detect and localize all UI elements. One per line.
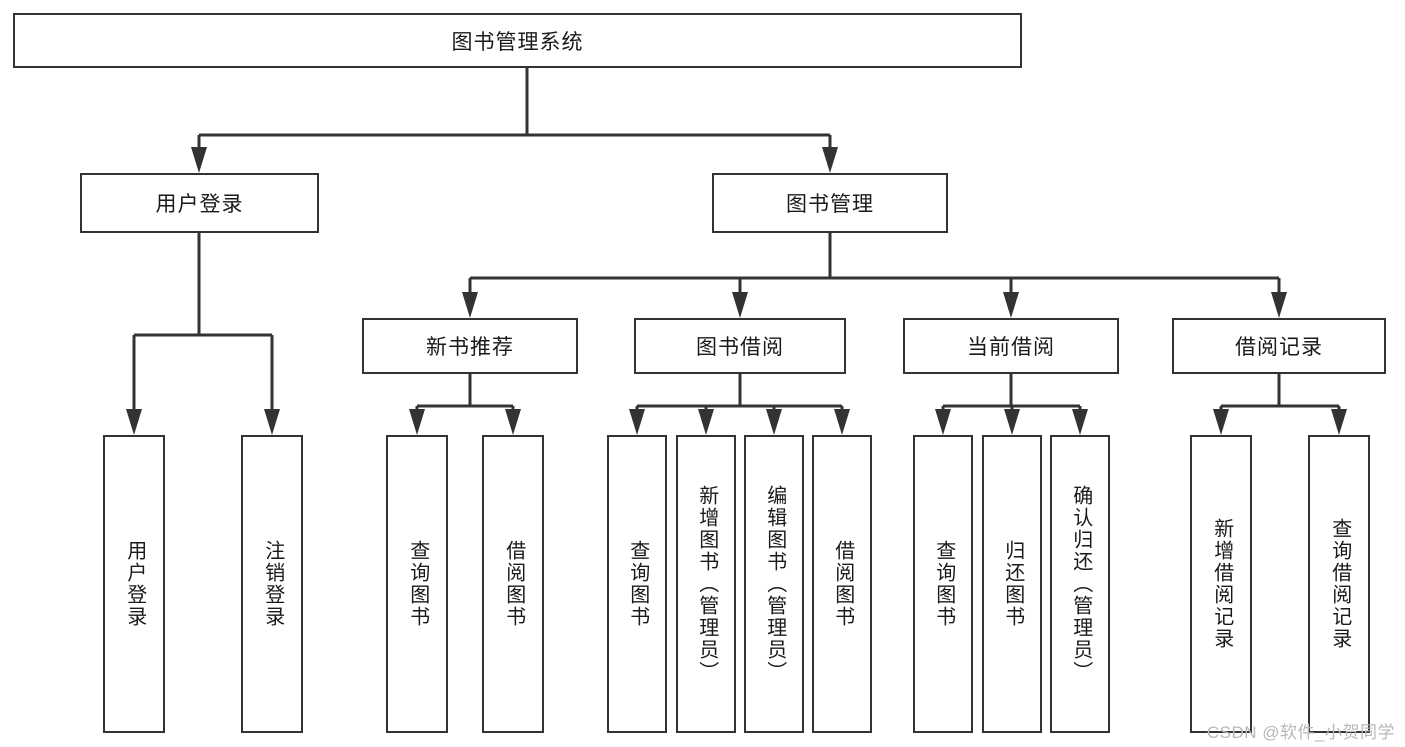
connector-arrowhead-book-manage-2 xyxy=(1003,292,1019,318)
node-current-borrow[interactable]: 当前借阅 xyxy=(903,318,1119,374)
node-label: 当前借阅 xyxy=(967,336,1055,359)
node-label: 借阅记录 xyxy=(1235,336,1323,359)
node-borrow-record[interactable]: 借阅记录 xyxy=(1172,318,1386,374)
node-label: 借阅图书 xyxy=(502,540,525,628)
node-label: 图书管理 xyxy=(786,193,874,216)
node-label: 新增图书（管理员） xyxy=(695,485,718,683)
node-label: 新书推荐 xyxy=(426,336,514,359)
connector-arrowhead-book-borrow-0 xyxy=(629,409,645,435)
connector-arrowhead-book-borrow-3 xyxy=(834,409,850,435)
node-new-book-recommend[interactable]: 新书推荐 xyxy=(362,318,578,374)
connector-arrowhead-root-0 xyxy=(191,147,207,173)
leaf-leaf-user-login[interactable]: 用户登录 xyxy=(103,435,165,733)
node-label: 查询图书 xyxy=(406,540,429,628)
connector-arrowhead-borrow-record-1 xyxy=(1331,409,1347,435)
node-label: 注销登录 xyxy=(261,540,284,628)
connector-arrowhead-book-manage-1 xyxy=(732,292,748,318)
connector-arrowhead-current-borrow-1 xyxy=(1004,409,1020,435)
node-book-manage[interactable]: 图书管理 xyxy=(712,173,948,233)
leaf-leaf-add-borrow-record[interactable]: 新增借阅记录 xyxy=(1190,435,1252,733)
connector-arrowhead-book-borrow-1 xyxy=(698,409,714,435)
node-label: 确认归还（管理员） xyxy=(1069,485,1092,683)
connector-arrowhead-new-book-recommend-1 xyxy=(505,409,521,435)
leaf-leaf-query-book-current[interactable]: 查询图书 xyxy=(913,435,973,733)
node-label: 图书管理系统 xyxy=(451,30,584,54)
leaf-leaf-borrow-book[interactable]: 借阅图书 xyxy=(812,435,872,733)
connector-arrowhead-new-book-recommend-0 xyxy=(409,409,425,435)
connector-arrowhead-book-manage-3 xyxy=(1271,292,1287,318)
node-label: 图书借阅 xyxy=(696,336,784,359)
connector-arrowhead-user-login-1 xyxy=(264,409,280,435)
node-label: 用户登录 xyxy=(123,540,146,628)
connector-arrowhead-user-login-0 xyxy=(126,409,142,435)
node-label: 编辑图书（管理员） xyxy=(763,485,786,683)
node-label: 归还图书 xyxy=(1001,540,1024,628)
leaf-leaf-confirm-return[interactable]: 确认归还（管理员） xyxy=(1050,435,1110,733)
leaf-leaf-edit-book[interactable]: 编辑图书（管理员） xyxy=(744,435,804,733)
node-label: 查询图书 xyxy=(932,540,955,628)
node-label: 查询图书 xyxy=(626,540,649,628)
leaf-leaf-query-book-recommend[interactable]: 查询图书 xyxy=(386,435,448,733)
leaf-leaf-logout[interactable]: 注销登录 xyxy=(241,435,303,733)
leaf-leaf-add-book[interactable]: 新增图书（管理员） xyxy=(676,435,736,733)
node-label: 查询借阅记录 xyxy=(1328,518,1351,650)
node-label: 借阅图书 xyxy=(831,540,854,628)
connector-arrowhead-book-borrow-2 xyxy=(766,409,782,435)
watermark-label: CSDN @软件_小贺同学 xyxy=(1206,723,1395,742)
leaf-leaf-query-book-borrow[interactable]: 查询图书 xyxy=(607,435,667,733)
connector-arrowhead-borrow-record-0 xyxy=(1213,409,1229,435)
leaf-leaf-borrow-book-recommend[interactable]: 借阅图书 xyxy=(482,435,544,733)
connector-arrowhead-book-manage-0 xyxy=(462,292,478,318)
connector-arrowhead-current-borrow-0 xyxy=(935,409,951,435)
node-book-borrow[interactable]: 图书借阅 xyxy=(634,318,846,374)
node-label: 新增借阅记录 xyxy=(1210,518,1233,650)
node-root[interactable]: 图书管理系统 xyxy=(13,13,1022,68)
node-user-login[interactable]: 用户登录 xyxy=(80,173,319,233)
connector-arrowhead-root-1 xyxy=(822,147,838,173)
node-label: 用户登录 xyxy=(155,193,244,216)
leaf-leaf-query-borrow-record[interactable]: 查询借阅记录 xyxy=(1308,435,1370,733)
leaf-leaf-return-book[interactable]: 归还图书 xyxy=(982,435,1042,733)
connector-arrowhead-current-borrow-2 xyxy=(1072,409,1088,435)
